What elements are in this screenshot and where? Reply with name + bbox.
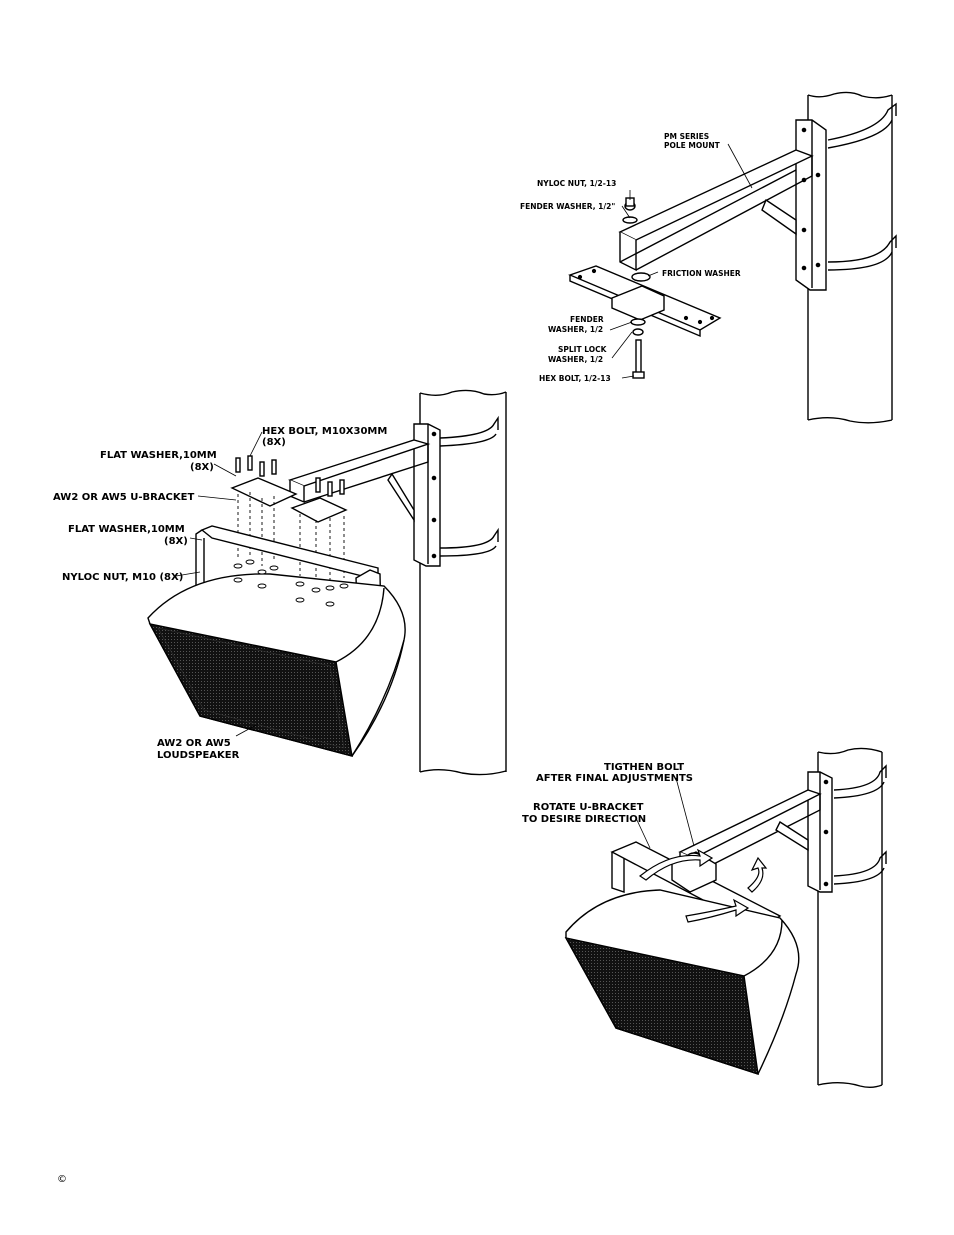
label-pole-mount-1: PM SERIES <box>664 132 709 141</box>
label-fender-washer-top: FENDER WASHER, 1/2" <box>520 202 615 211</box>
label-rotate-bracket-2: TO DESIRE DIRECTION <box>522 814 646 825</box>
loudspeaker-bottom <box>564 889 800 1076</box>
label-u-bracket: AW2 OR AW5 U-BRACKET <box>53 492 194 503</box>
labels-top-right: PM SERIES POLE MOUNT NYLOC NUT, 1/2-13 F… <box>520 132 741 383</box>
labels-bottom-right: TIGTHEN BOLT AFTER FINAL ADJUSTMENTS ROT… <box>522 762 693 825</box>
label-fender-washer-bottom-1: FENDER <box>570 315 604 324</box>
label-flat-washer-top-2: (8X) <box>190 462 214 473</box>
label-hex-bolt-m10-1: HEX BOLT, M10X30MM <box>262 426 387 437</box>
labels-middle: HEX BOLT, M10X30MM (8X) FLAT WASHER,10MM… <box>53 426 387 761</box>
label-split-lock-1: SPLIT LOCK <box>558 345 608 354</box>
label-flat-washer-bottom-1: FLAT WASHER,10MM <box>68 524 185 535</box>
label-hex-bolt-m10-2: (8X) <box>262 437 286 448</box>
label-friction-washer: FRICTION WASHER <box>662 269 741 278</box>
label-nyloc-nut: NYLOC NUT, 1/2-13 <box>537 179 616 188</box>
label-flat-washer-top-1: FLAT WASHER,10MM <box>100 450 217 461</box>
label-loudspeaker-2: LOUDSPEAKER <box>157 750 240 761</box>
label-pole-mount-2: POLE MOUNT <box>664 141 721 150</box>
label-fender-washer-bottom-2: WASHER, 1/2 <box>548 325 603 334</box>
label-rotate-bracket-1: ROTATE U-BRACKET <box>533 802 644 813</box>
pole-mount-exploded-diagram <box>568 91 897 424</box>
copyright-symbol: © <box>57 1174 67 1185</box>
adjustment-diagram <box>564 747 887 1088</box>
label-nyloc-nut-m10: NYLOC NUT, M10 (8X) <box>62 572 183 583</box>
label-split-lock-2: WASHER, 1/2 <box>548 355 603 364</box>
rotation-arrows <box>638 848 768 923</box>
label-tighten-bolt-2: AFTER FINAL ADJUSTMENTS <box>536 773 693 784</box>
speaker-assembly-exploded-diagram <box>147 389 507 776</box>
label-tighten-bolt-1: TIGTHEN BOLT <box>604 762 684 773</box>
label-flat-washer-bottom-2: (8X) <box>164 536 188 547</box>
label-hex-bolt-top: HEX BOLT, 1/2-13 <box>539 374 611 383</box>
label-loudspeaker-1: AW2 OR AW5 <box>157 738 231 749</box>
loudspeaker-middle <box>147 573 406 757</box>
